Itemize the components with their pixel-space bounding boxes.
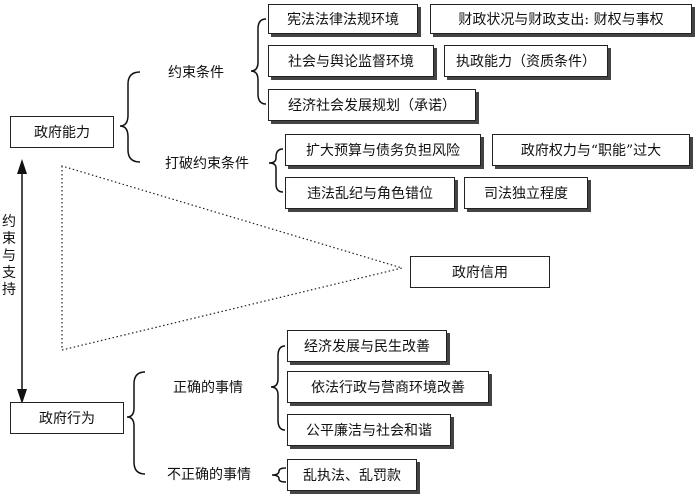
credit-triangle [61,165,405,351]
gov-behavior-node: 政府行为 [10,402,124,434]
brace-capacity [119,71,141,163]
leaf-law-admin: 依法行政与营商环境改善 [287,371,489,403]
brace-constraint [250,18,267,105]
correct-things-label: 正确的事情 [148,376,268,398]
leaf-econ-dev: 经济发展与民生改善 [287,330,447,362]
leaf-fairness: 公平廉洁与社会和谐 [287,414,451,446]
support-arrow [17,159,27,404]
leaf-budget-debt: 扩大预算与债务负担风险 [285,134,481,166]
leaf-law-violation: 违法乱纪与角色错位 [285,177,455,209]
leaf-power-function: 政府权力与“职能”过大 [492,134,690,166]
vertical-support-label: 约束与支持 [0,214,18,299]
brace-incorrect [271,467,287,483]
leaf-arbitrary: 乱执法、乱罚款 [287,459,417,491]
leaf-econ-plan: 经济社会发展规划（承诺） [268,89,476,121]
break-constraint-label: 打破约束条件 [148,152,266,174]
brace-correct [270,345,286,431]
brace-break [268,148,284,193]
leaf-finance: 财政状况与财政支出: 财权与事权 [430,4,692,34]
constraint-label: 约束条件 [144,61,248,83]
gov-credit-node: 政府信用 [410,256,550,288]
leaf-governing-ability: 执政能力（资质条件） [444,45,608,77]
brace-behavior [126,371,146,475]
leaf-supervision: 社会与舆论监督环境 [268,45,434,77]
leaf-law-env: 宪法法律法规环境 [268,4,418,34]
gov-capacity-node: 政府能力 [10,116,114,148]
leaf-judicial: 司法独立程度 [464,177,588,209]
incorrect-things-label: 不正确的事情 [148,463,270,485]
